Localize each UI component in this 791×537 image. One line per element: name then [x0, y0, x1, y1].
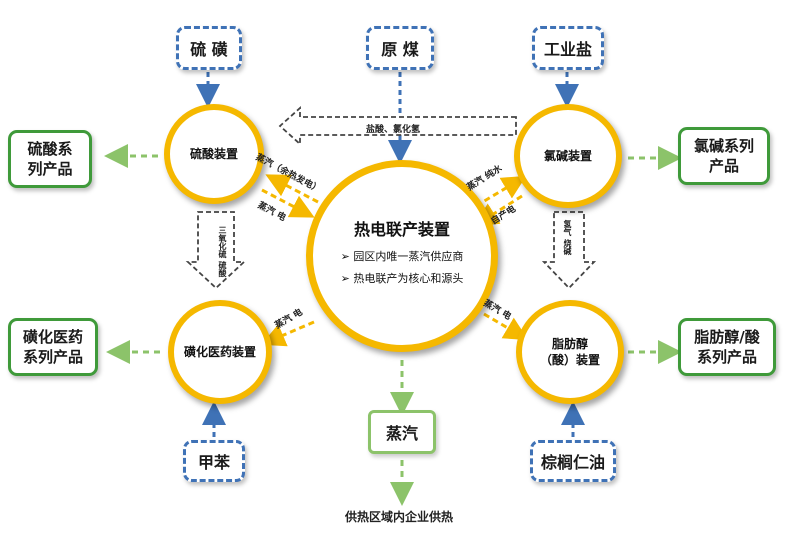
label-heat-supply: 供热区域内企业供热: [345, 510, 454, 524]
product-sulfuric-series: 硫酸系列产品: [8, 130, 92, 188]
input-toluene: 甲苯: [183, 440, 245, 482]
product-fatty-series: 脂肪醇/酸系列产品: [678, 318, 776, 376]
product-chlor-label: 氯碱系列产品: [693, 137, 754, 175]
device-cogeneration: 热电联产装置 ➢ 园区内唯一蒸汽供应商 ➢ 热电联产为核心和源头: [306, 160, 498, 352]
product-steam: 蒸汽: [368, 410, 436, 454]
product-fatty-label: 脂肪醇/酸系列产品: [694, 328, 760, 366]
product-sulfuric-label: 硫酸系列产品: [27, 140, 73, 178]
device-fatty-alcohol: 脂肪醇（酸）装置: [516, 300, 624, 404]
arrow-tl-down: [261, 188, 315, 218]
cogeneration-bullet-1: ➢ 园区内唯一蒸汽供应商: [340, 250, 464, 263]
product-sulfonation-label: 磺化医药系列产品: [22, 328, 83, 366]
device-sulfuric-label: 硫酸装置: [189, 147, 238, 161]
so3-block-arrow: [185, 211, 247, 290]
device-fatty-label: 脂肪醇（酸）装置: [539, 337, 600, 367]
device-sulfonation-label: 磺化医药装置: [183, 345, 256, 359]
label-hcl: 盐酸、氯化氢: [366, 125, 421, 135]
device-sulfonation-pharma: 磺化医药装置: [168, 300, 272, 404]
cogeneration-title: 热电联产装置: [353, 220, 450, 239]
device-chlor-alkali: 氯碱装置: [514, 104, 622, 208]
product-sulfonation-series: 磺化医药系列产品: [8, 318, 98, 376]
input-coal: 原 煤: [366, 26, 434, 70]
device-sulfuric-acid: 硫酸装置: [164, 104, 264, 204]
hcl-block-arrow: [278, 105, 517, 147]
arrow-bl: [260, 320, 315, 347]
input-sulfur: 硫 磺: [176, 26, 242, 70]
product-chlor-alkali-series: 氯碱系列产品: [678, 127, 770, 185]
arrow-tr-down: [473, 194, 523, 227]
device-chlor-label: 氯碱装置: [543, 149, 592, 163]
label-so3-h2so4: 三氧化硫 硫酸: [218, 226, 227, 277]
cogeneration-bullet-2: ➢ 热电联产为核心和源头: [340, 272, 464, 285]
input-industrial-salt: 工业盐: [532, 26, 604, 70]
arrow-tl-up: [265, 174, 319, 204]
h2-block-arrow: [541, 211, 597, 290]
arrow-tr-up: [475, 175, 527, 208]
input-palm-kernel-oil: 棕榈仁油: [530, 440, 616, 482]
arrow-br: [483, 312, 529, 341]
label-h2-naoh: 氢气 烧碱: [563, 220, 572, 255]
